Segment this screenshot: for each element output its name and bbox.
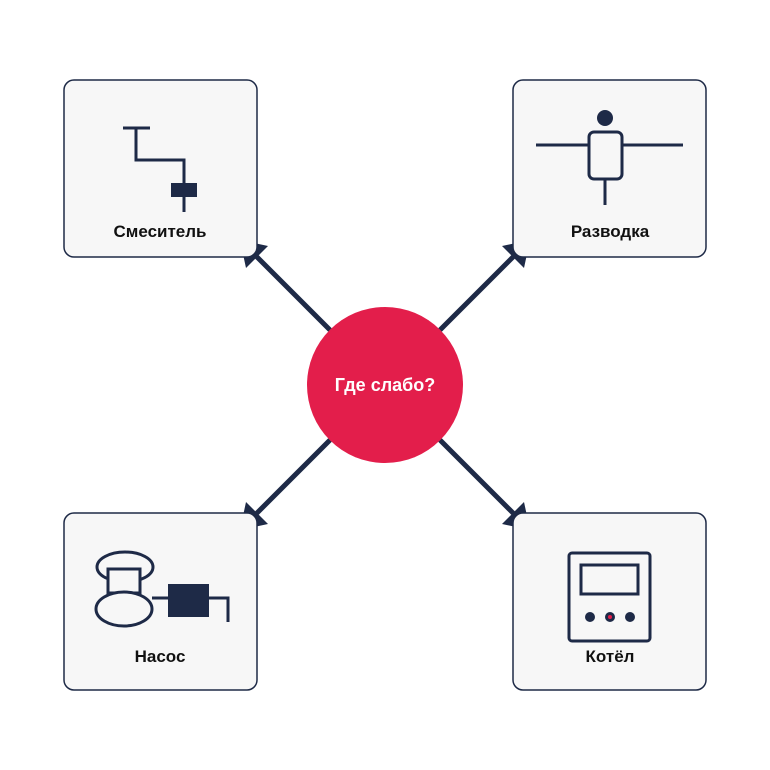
node-label: Котёл [586, 647, 635, 666]
pump-icon [94, 550, 230, 628]
arrow-to-piping [438, 251, 519, 332]
node-box [512, 512, 707, 691]
boiler-icon [567, 551, 652, 643]
node-box [63, 512, 258, 691]
node-pump: Насос [63, 512, 258, 691]
node-boiler: Котёл [512, 512, 707, 691]
node-label: Насос [135, 647, 186, 666]
node-label: Разводка [571, 222, 650, 241]
node-piping: Разводка [512, 79, 707, 258]
mixer-icon [123, 126, 197, 212]
node-label: Смеситель [113, 222, 206, 241]
arrow-to-pump [251, 438, 332, 519]
center-circle [307, 307, 463, 463]
piping-icon [536, 110, 683, 205]
node-mixer: Смеситель [63, 79, 258, 258]
center-hub: Где слабо? [307, 307, 463, 463]
arrow-to-boiler [438, 438, 519, 519]
node-box [63, 79, 258, 258]
arrow-to-mixer [251, 251, 332, 332]
center-label: Где слабо? [335, 375, 436, 395]
